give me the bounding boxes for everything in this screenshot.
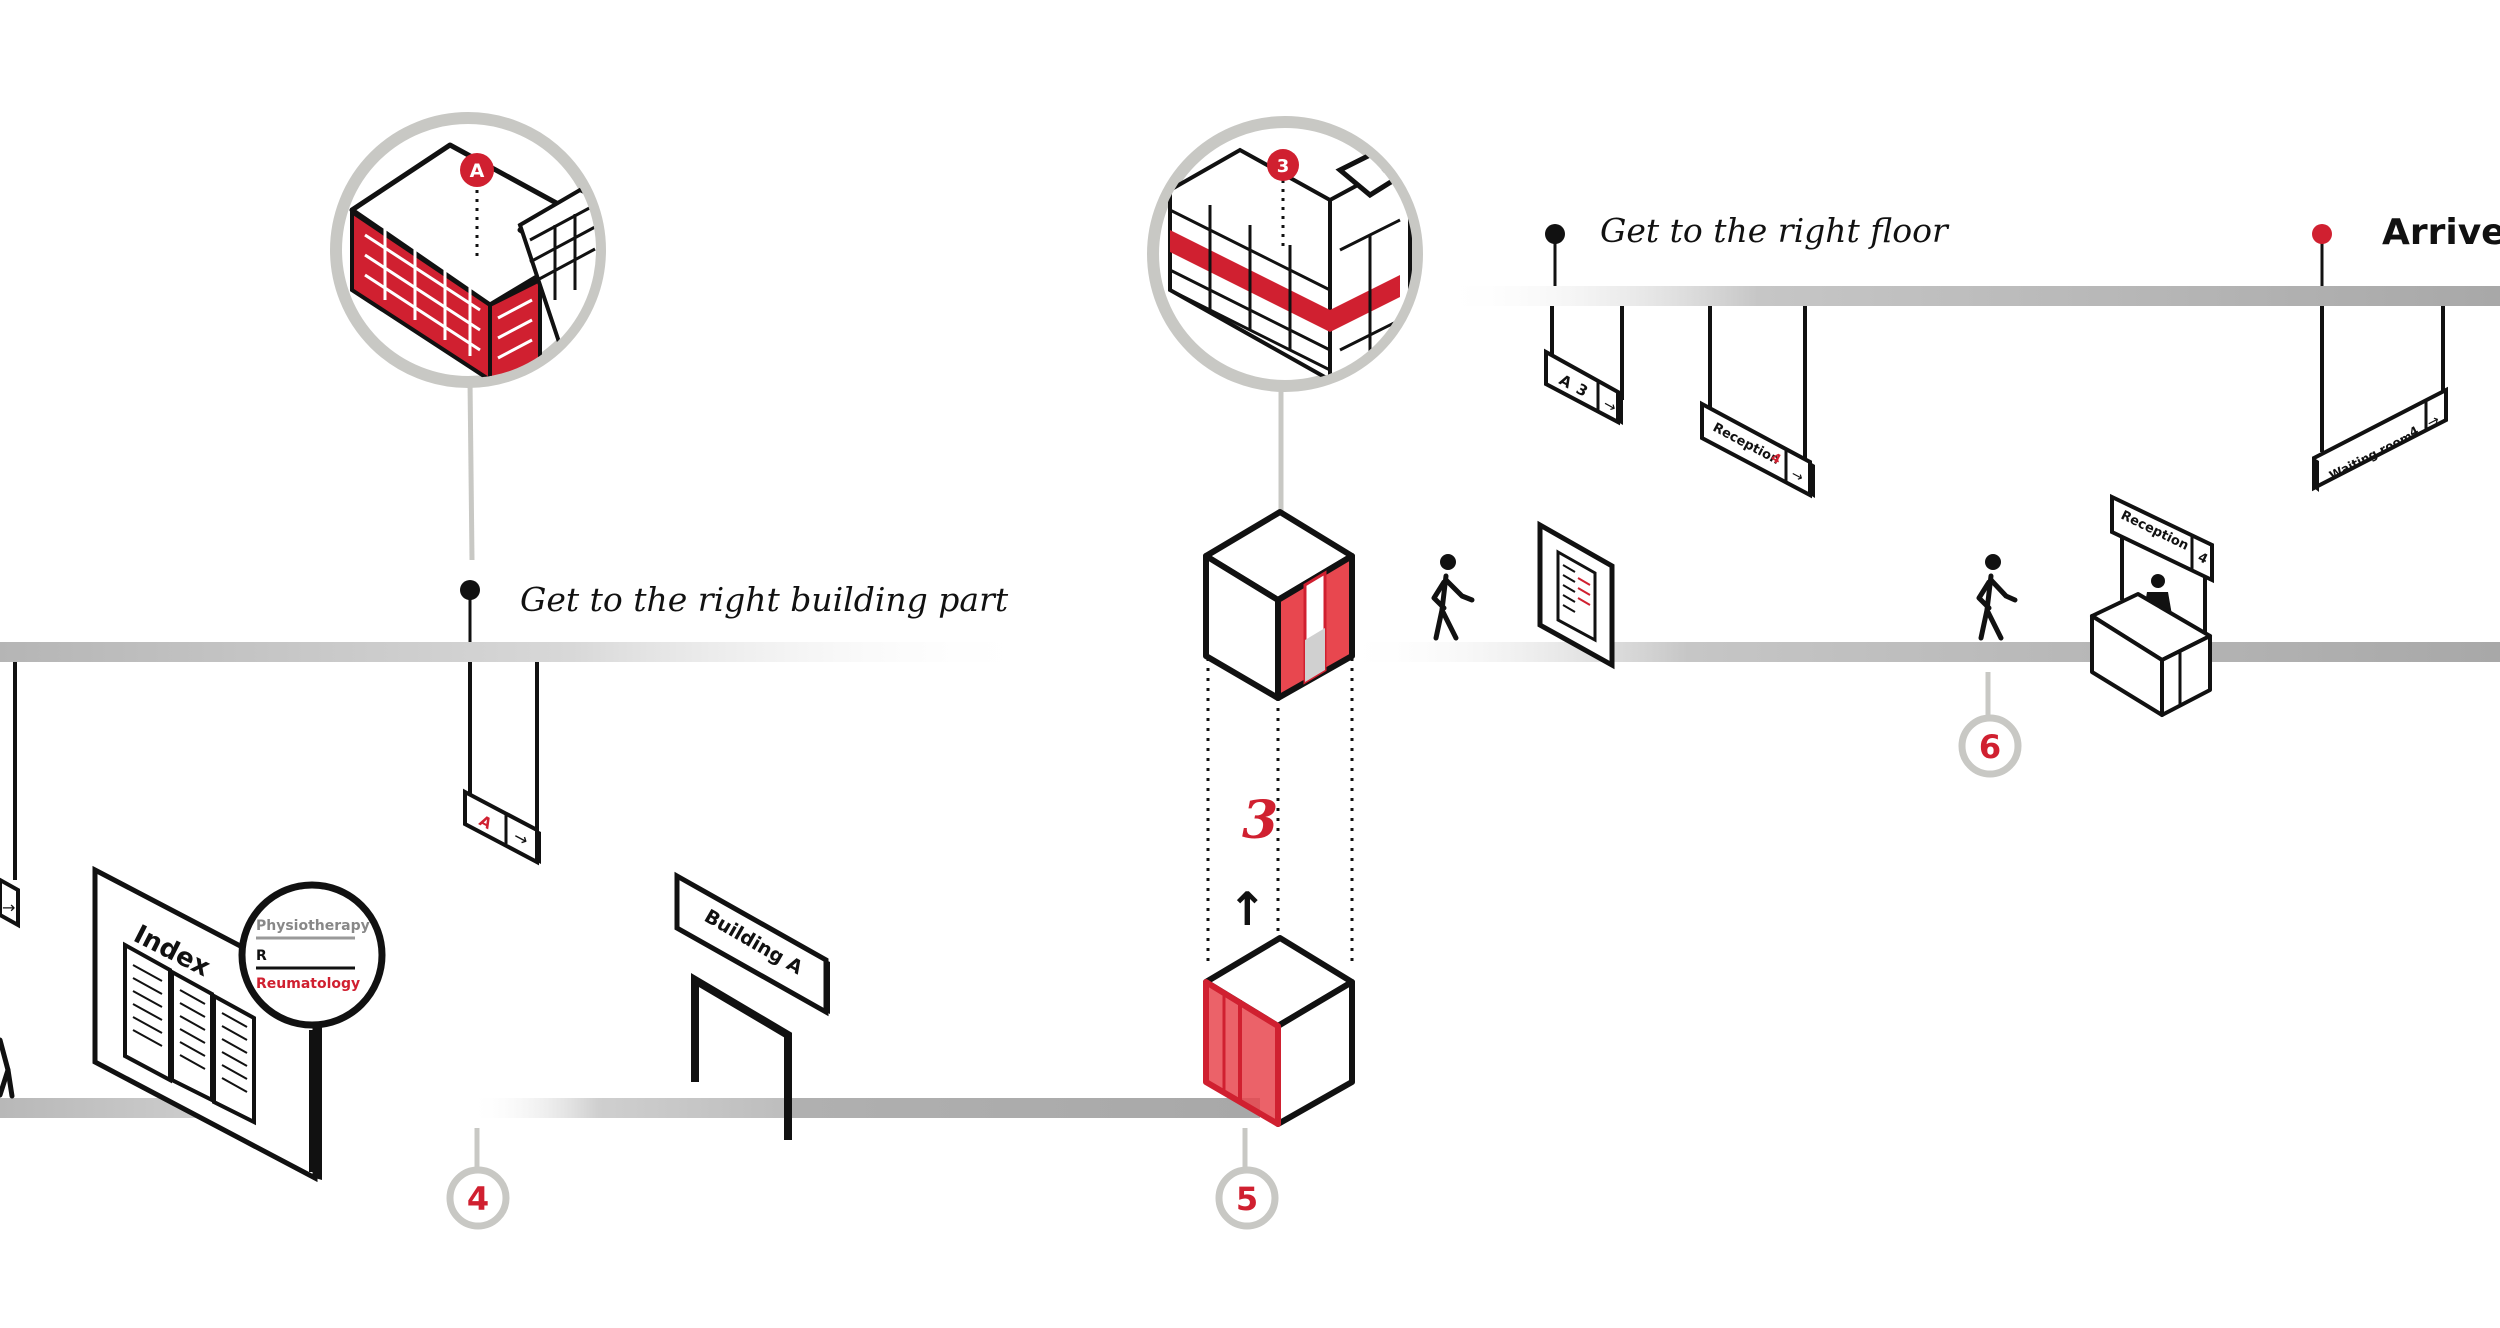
person-icon-left: [0, 1037, 15, 1099]
left-hanging-sign: →: [0, 662, 20, 929]
path-bar-upper: [1440, 286, 2500, 306]
path-bar-low-right: [790, 1098, 1260, 1118]
zoom-floor: 3: [1147, 116, 1423, 515]
caption-right-floor: Get to the right floor: [1545, 211, 1950, 286]
left-sign-arrow: →: [2, 898, 15, 917]
zoom-floor-number: 3: [1277, 156, 1290, 177]
hanging-sign-a3: A 3 →: [1544, 306, 1624, 426]
index-item-reumatology: Reumatology: [256, 976, 360, 992]
reception-desk: Reception 4: [2090, 493, 2214, 717]
index-magnifier: Physiotherapy R Reumatology: [238, 881, 386, 1172]
person-icon-walking-1: [1431, 554, 1475, 641]
building-a-sign: Building A: [674, 871, 830, 1017]
hanging-sign-building-a: A →: [463, 662, 541, 866]
zoom-building-part: A: [330, 112, 606, 561]
caption-right-floor-text: Get to the right floor: [1600, 211, 1950, 250]
hanging-sign-waiting-room: Waiting room 4 →: [2312, 306, 2448, 492]
elevator-up-arrow: ↑: [1228, 882, 1267, 936]
hanging-sign-reception: Reception 4 →: [1700, 306, 1815, 499]
doorway: [691, 972, 792, 1140]
elevator-cab-top: [1203, 509, 1355, 701]
index-board: Index: [92, 865, 322, 1183]
step-4-label: 4: [467, 1180, 489, 1218]
elevator-floor-number: 3: [1242, 790, 1278, 851]
path-bar-mid-right: [1340, 642, 2500, 662]
index-item-physiotherapy: Physiotherapy: [256, 918, 370, 934]
step-marker-6: 6: [1958, 672, 2022, 778]
elevator-shaft: 3 ↑: [1206, 658, 1354, 1010]
elevator-cab-bottom: [1203, 935, 1355, 1127]
caption-building-part: Get to the right building part: [460, 580, 1009, 642]
step-6-label: 6: [1979, 728, 2001, 766]
path-bar-low-mid: [470, 1098, 790, 1118]
person-icon-walking-2: [1976, 554, 2018, 641]
caption-arrive: Arrive: [2312, 212, 2500, 286]
step-5-label: 5: [1236, 1180, 1258, 1218]
caption-arrive-text: Arrive: [2382, 212, 2500, 253]
path-bar-mid-left: [0, 642, 1040, 662]
index-item-r: R: [256, 948, 267, 964]
zoom-building-letter: A: [470, 160, 485, 182]
step-marker-5: 5: [1215, 1128, 1279, 1230]
caption-building-part-text: Get to the right building part: [520, 580, 1009, 619]
wall-directory-panel: [1537, 520, 1615, 670]
step-marker-4: 4: [446, 1128, 510, 1230]
